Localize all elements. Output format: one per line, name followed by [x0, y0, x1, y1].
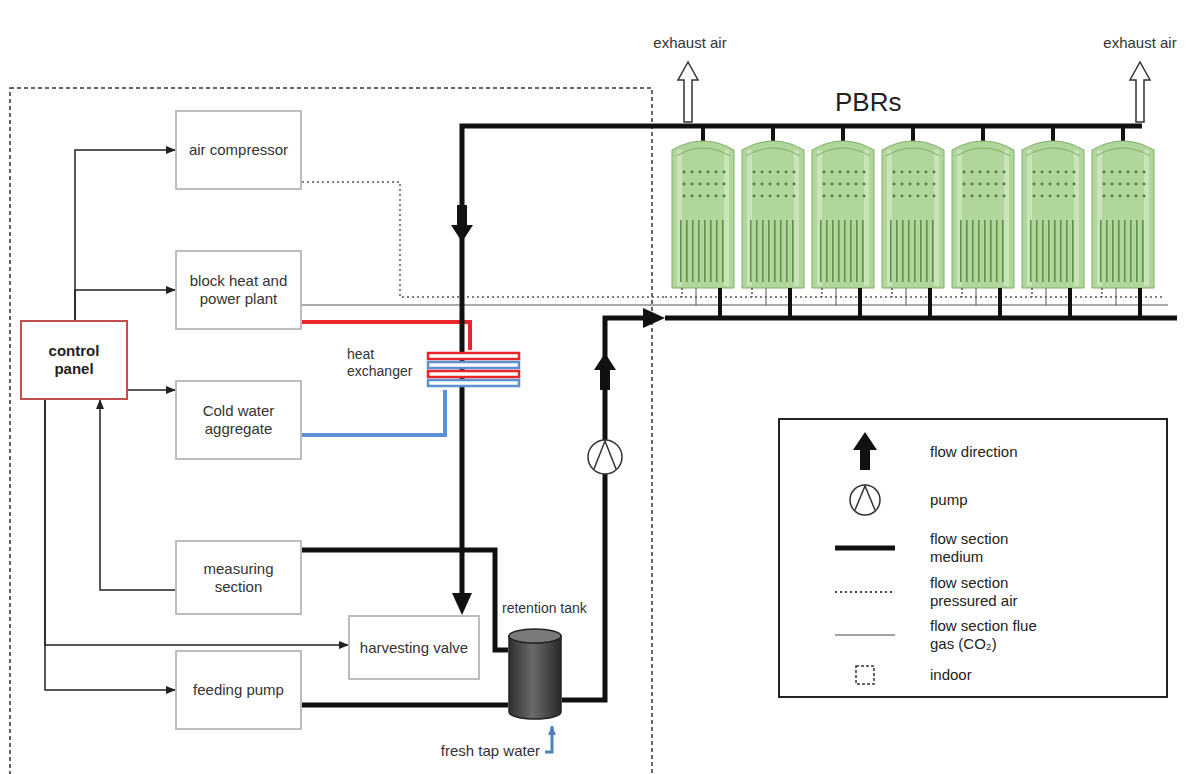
legend-box: flow direction pump flow section medium flo…: [778, 418, 1168, 698]
legend-label: indoor: [930, 666, 1050, 684]
control-box: control panel: [20, 320, 128, 400]
flow-arrow: [451, 205, 473, 242]
node-label: feeding pump: [193, 681, 284, 699]
exchanger-tube: [428, 353, 519, 359]
photobioreactor: [1092, 126, 1154, 318]
free-label: exhaust air: [653, 34, 726, 52]
exchanger-tube: [428, 380, 519, 386]
node-label: control panel: [30, 342, 118, 378]
heat-exchanger: heat exchanger: [425, 350, 522, 390]
gas-manifold: [665, 305, 1168, 306]
signal-arrow: [75, 150, 175, 320]
hot-water-line: [302, 322, 470, 350]
legend-label: flow direction: [930, 443, 1050, 461]
medium-line: [562, 318, 651, 700]
node-label: harvesting valve: [360, 639, 468, 657]
tank-body: [509, 636, 561, 719]
node-label: PBRs: [835, 87, 901, 118]
node-label: measuring section: [185, 560, 292, 596]
photobioreactor: [882, 126, 944, 318]
signal-arrow: [45, 400, 175, 690]
pressured-air-line: [302, 182, 665, 297]
legend-air-line: [835, 591, 895, 593]
pump-symbol: [588, 440, 622, 474]
tank-drawing: [508, 628, 562, 720]
legend-label: pump: [930, 491, 1050, 509]
equipment-box: block heat and power plant: [175, 250, 302, 330]
legend-medium-line: [835, 546, 895, 551]
free-label: exhaust air: [1103, 34, 1176, 52]
legend-gas-line: [835, 635, 895, 636]
equipment-box: air compressor: [175, 110, 302, 190]
tank-top: [509, 629, 561, 643]
photobioreactor: [1022, 126, 1084, 318]
equipment-box: feeding pump: [175, 650, 302, 730]
node-label: retention tank: [502, 600, 587, 617]
legend-label: flow section pressured air: [930, 574, 1050, 610]
legend-indoor: [856, 666, 874, 684]
exchanger-tube: [428, 371, 519, 377]
free-label: fresh tap water: [441, 742, 540, 760]
photobioreactor: [952, 126, 1014, 318]
signal-arrow: [75, 290, 175, 320]
node-label: air compressor: [189, 141, 288, 159]
node-label: Cold water aggregate: [185, 402, 292, 438]
signal-arrow: [128, 389, 175, 391]
photobioreactor: [672, 126, 734, 318]
top-manifold: [665, 124, 1142, 129]
bottom-manifold: [665, 316, 1177, 321]
legend-label: flow section medium: [930, 530, 1050, 566]
equipment-box: Cold water aggregate: [175, 380, 302, 460]
cold-water-line: [302, 390, 445, 435]
legend-pump: [850, 485, 880, 515]
exchanger-tubes: [425, 350, 522, 390]
flue-gas-line: [302, 305, 665, 306]
node-label: block heat and power plant: [185, 272, 292, 308]
air-manifold: [665, 296, 1164, 298]
pump-symbol: [594, 441, 616, 469]
flow-arrow: [594, 353, 616, 390]
exchanger-tube: [428, 362, 519, 368]
retention-tank: retention tank: [508, 628, 562, 720]
equipment-box: measuring section: [175, 540, 302, 615]
signal-arrow: [100, 400, 175, 590]
indoor-boundary: [10, 88, 652, 774]
node-label: heat exchanger: [347, 346, 419, 380]
legend-pump: [855, 486, 875, 510]
legend-label: flow section flue gas (CO₂): [930, 617, 1050, 653]
photobioreactor: [742, 126, 804, 318]
equipment-box: harvesting valve: [348, 615, 480, 680]
photobioreactor: [812, 126, 874, 318]
exhaust-arrow: [678, 62, 698, 122]
legend-arrow: [853, 432, 877, 470]
tap-water-inlet: [545, 726, 552, 752]
medium-line: [302, 703, 508, 708]
reactor-array: PBRs: [665, 85, 1185, 325]
exhaust-arrow: [1130, 62, 1150, 122]
